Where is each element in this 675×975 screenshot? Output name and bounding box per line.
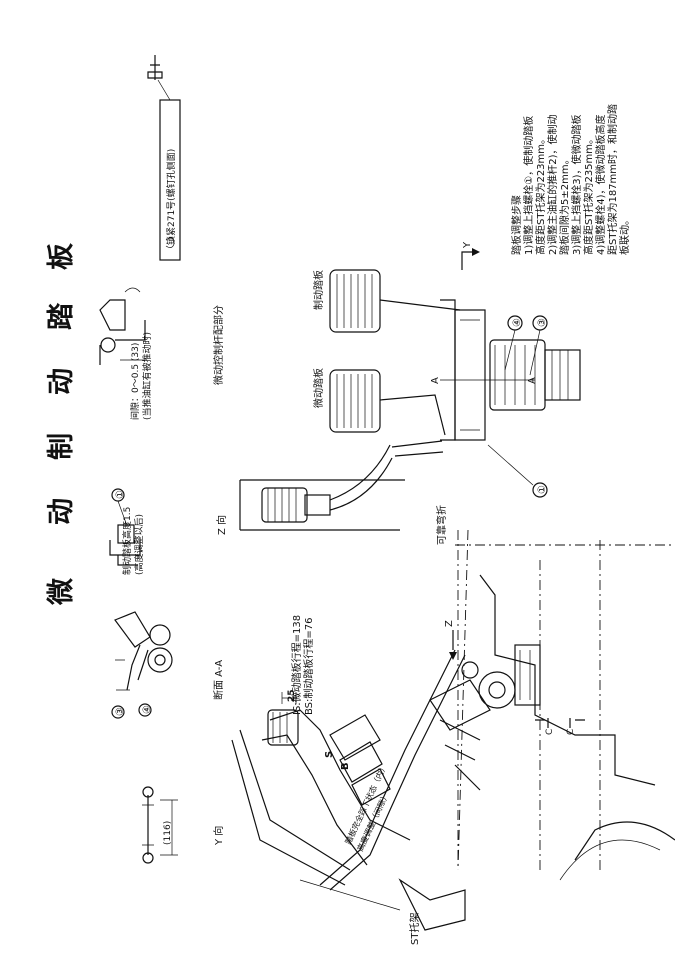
title-char: 踏 <box>46 302 77 330</box>
brake-pedal-label: 制动踏板 <box>312 270 325 310</box>
letter-a-1: A <box>430 377 441 384</box>
letter-a-2: A <box>527 377 538 384</box>
callout-4-left: ④ <box>142 705 153 714</box>
y-view-detail: (116) Y 向 <box>142 786 225 864</box>
title-char: 动 <box>46 498 77 525</box>
clearance-detail: 间隙：0～0.5 (33) (当推油缸有被推动时) 微动控制杆配部分 <box>99 287 225 420</box>
callout-3-left: ③ <box>115 707 126 716</box>
callout-1-right: ① <box>537 485 548 494</box>
procedure-title: 踏板调整步骤 <box>510 195 523 255</box>
letter-y: Y <box>462 241 473 249</box>
dim-116: (116) <box>163 821 173 845</box>
clearance-note: (当推油缸有被推动时) <box>141 332 153 420</box>
procedure-step: 板联动。 <box>618 215 631 255</box>
procedure-step: 2)调整主油缸的推杆2)，使制动 <box>546 114 559 255</box>
clearance-label: 间隙：0～0.5 (33) <box>129 343 141 420</box>
procedure-step: 1)调整上挡螺栓①，使制动踏板 <box>522 116 535 255</box>
callout-3-right: ③ <box>537 318 548 327</box>
lock-nut-detail: 锁紧271号(螺钉孔侧面) <box>147 55 181 261</box>
frame-lines: C C <box>455 529 675 881</box>
stroke-bs: BS:制动踏板行程=76 <box>302 617 315 715</box>
dim-25: 25 <box>287 689 297 702</box>
letter-c-1: C <box>545 729 555 735</box>
page-title: 微 动 制 动 踏 板 <box>46 243 77 606</box>
letter-s: S <box>324 751 335 758</box>
title-char: 微 <box>46 578 77 606</box>
section-aa-label: 断面 A-A <box>212 660 225 700</box>
micro-height-note: (高度调整以后) <box>133 514 145 575</box>
st-bracket-label: ST托架 <box>408 913 421 945</box>
bendable-label: 可靠弯折 <box>435 505 448 545</box>
lock-nut-label: 锁紧271号(螺钉孔侧面) <box>165 149 177 245</box>
callout-1-top: ① <box>115 490 126 499</box>
z-view-assembly: 可靠弯折 <box>239 440 448 545</box>
letter-b: B <box>340 762 351 770</box>
title-char: 制 <box>46 433 77 460</box>
procedure-step: 4)调整螺栓4)，使微动踏板高度 <box>594 114 607 255</box>
stroke-is: IS:微动踏板行程=138 <box>290 615 303 715</box>
linkage-side-view: 25 IS:微动踏板行程=138 BS:制动踏板行程=76 S B Z ST托架… <box>231 615 516 945</box>
procedure-step: 3)调整上挡螺栓3)，使微动踏板 <box>570 114 583 255</box>
adjustment-procedure: 踏板调整步骤 1)调整上挡螺栓①，使制动踏板 高度距ST托架为223mm。 2)… <box>510 104 631 255</box>
pedal-assembly: 微动踏板 制动踏板 Y A A ④ ③ ① <box>312 241 581 498</box>
procedure-step: 踏板间隙为5±2mm。 <box>558 154 571 255</box>
procedure-step: 高度距ST托架为223mm。 <box>534 134 547 255</box>
title-char: 板 <box>46 243 77 270</box>
title-char: 动 <box>46 368 77 395</box>
section-aa-detail: ③ ④ 断面 A-A <box>111 611 225 719</box>
inch-pedal-label: 微动踏板 <box>312 368 325 408</box>
procedure-step: 高度距ST托架为235mm。 <box>582 134 595 255</box>
z-view-label: Z 向 <box>215 515 228 535</box>
procedure-step: 距ST托架为187mm时，和制动踏 <box>606 104 619 255</box>
letter-c-2: C <box>566 729 576 735</box>
micro-height-label: 制动踏板高度1.5 <box>121 507 133 575</box>
callout-4-right: ④ <box>512 318 523 327</box>
micro-lever-label: 微动控制杆配部分 <box>212 305 225 385</box>
micro-height-detail: ① 制动踏板高度1.5 (高度调整以后) Z 向 <box>109 488 228 575</box>
letter-z: Z <box>444 620 455 627</box>
y-view-label: Y 向 <box>212 826 225 846</box>
